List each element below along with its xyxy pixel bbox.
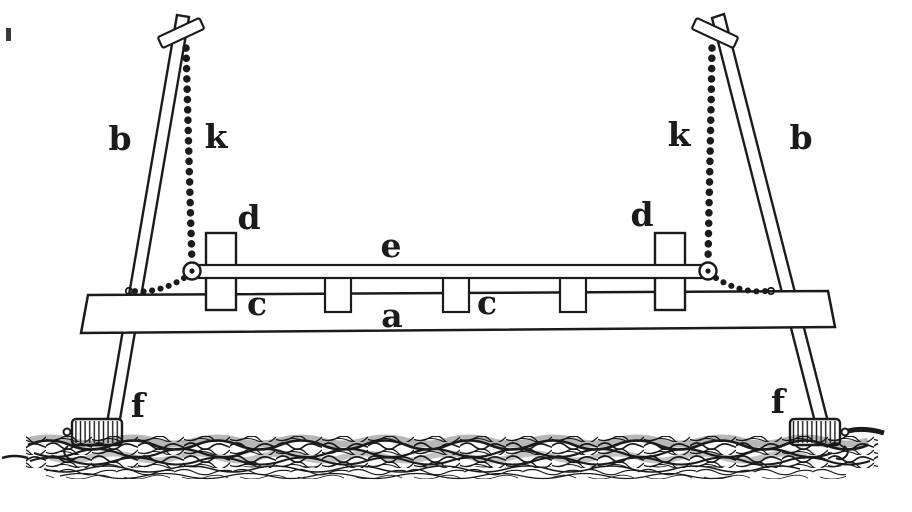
ground-stray-left: [1, 454, 29, 460]
label-left-bracket-c: c: [247, 284, 267, 323]
label-right-chain-k: k: [668, 115, 692, 154]
bracket-2: [441, 274, 471, 314]
label-left-chain-k: k: [205, 117, 229, 156]
bracket-3: [558, 274, 588, 314]
right-post-cap: [691, 17, 739, 49]
label-cross-bar-e: e: [381, 226, 402, 265]
right-chain: [704, 44, 716, 268]
left-chain: [182, 44, 196, 268]
bracket-1: [323, 274, 353, 314]
right-pulley: [698, 261, 776, 296]
label-main-beam-a: a: [381, 296, 402, 335]
label-left-post-b: b: [108, 119, 131, 158]
left-chain-hook: [124, 286, 134, 296]
right-pulley-chain: [713, 275, 769, 295]
cross-bar: [194, 263, 710, 280]
ground-clump-right: [847, 426, 885, 436]
left-wheel-axle-stub: [62, 427, 72, 437]
label-left-wheel-f: f: [131, 386, 147, 425]
right-chain-hook: [766, 286, 776, 296]
print-artifact: [6, 28, 11, 41]
left-pulley: [124, 261, 202, 296]
left-post-cap: [157, 17, 205, 49]
label-left-block-d: d: [237, 198, 260, 237]
ground: [1, 426, 885, 480]
right-wheel-axle-stub: [840, 427, 850, 437]
label-right-bracket-c: c: [477, 283, 497, 322]
label-right-wheel-f: f: [771, 382, 787, 421]
label-right-post-b: b: [789, 118, 812, 157]
label-right-block-d: d: [630, 195, 653, 234]
left-pulley-chain: [131, 275, 187, 295]
